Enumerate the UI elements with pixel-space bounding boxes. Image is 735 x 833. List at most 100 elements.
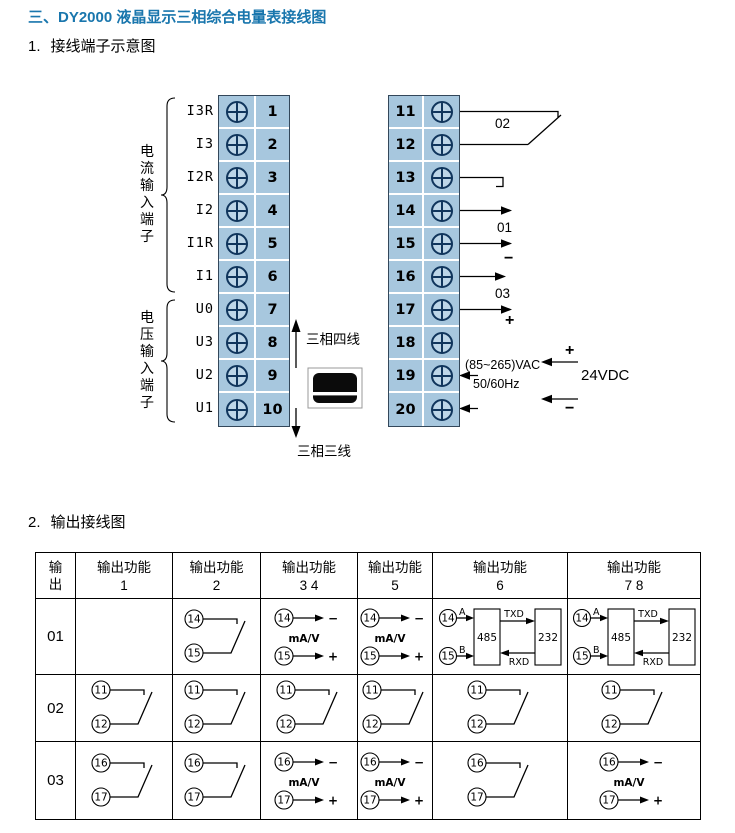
analog-output-diagram: 14 − mA/V 15 +	[360, 607, 424, 666]
contact-wires	[110, 761, 153, 798]
wire-lines	[458, 110, 562, 311]
contact-wires	[381, 689, 424, 725]
converter-485-box	[607, 607, 635, 666]
terminal-number: 16	[470, 757, 484, 769]
terminal-number: 14	[363, 612, 377, 624]
terminal-number: 11	[604, 685, 617, 697]
screw-terminal-icon	[225, 331, 248, 354]
terminal-label: I3R	[186, 103, 214, 119]
screw-terminal-icon	[225, 265, 248, 288]
terminal-row: 10	[219, 393, 289, 426]
terminal-number: 14	[441, 612, 455, 624]
ma-v-label: mA/V	[374, 777, 406, 789]
terminal-row: 2	[219, 129, 289, 162]
wire3-label: 三相三线	[297, 444, 351, 459]
converter-485-label: 485	[611, 632, 631, 644]
terminal-row: 11	[389, 96, 459, 129]
terminal-row: 19	[389, 360, 459, 393]
terminal-number: 17	[602, 794, 615, 806]
screw-terminal-icon	[430, 100, 453, 123]
terminal-row: 17	[389, 294, 459, 327]
terminal-number: 3	[267, 169, 278, 186]
terminal-number: 17	[187, 791, 200, 803]
screw-terminal-icon	[225, 232, 248, 255]
contact-wires	[486, 761, 529, 798]
ma-v-label: mA/V	[288, 633, 320, 645]
terminal-number: 16	[94, 757, 108, 769]
analog-output-diagram: 16 − mA/V 17 +	[360, 751, 424, 810]
terminal-label: U2	[195, 367, 214, 383]
line-b-label: B	[459, 645, 466, 656]
terminal-label: U3	[195, 334, 214, 350]
right-terminal-block: 11 12 13 14 15 16 17 18 19 20	[388, 95, 460, 427]
cell-relay-output: 11 12	[432, 674, 568, 742]
right-arrowhead-icon	[466, 652, 474, 659]
relay-contact-diagram: 11 12	[91, 680, 153, 734]
terminal-label: U1	[195, 400, 214, 416]
relay-contact-diagram: 11 12	[276, 680, 338, 734]
right-arrowhead-icon	[315, 614, 324, 621]
relay-contact-diagram: 11 12	[362, 680, 424, 734]
cell-relay-output: 16 17	[75, 741, 173, 820]
ma-v-label: mA/V	[374, 633, 406, 645]
header-line: 输出功能	[473, 559, 527, 575]
line-a-label: A	[459, 607, 466, 618]
cell-serial-output: 14 A 15 B 485 TXD RXD	[432, 598, 568, 675]
analog-output-diagram: 16 − mA/V 17 +	[274, 751, 338, 810]
terminal-number: 14	[575, 612, 589, 624]
terminal-number: 17	[470, 791, 483, 803]
screw-terminal-icon	[225, 398, 248, 421]
screw-terminal-icon	[225, 199, 248, 222]
cell-relay-output: 11 12	[75, 674, 173, 742]
terminal-row: 5	[219, 228, 289, 261]
cell-analog-output: 16 − mA/V 17 +	[260, 741, 358, 820]
header-line: 输出功能	[189, 559, 244, 575]
txd-label: TXD	[637, 609, 658, 620]
contact-wires	[110, 689, 153, 725]
converter-232-label: 232	[672, 632, 692, 644]
terminal-number: 11	[187, 685, 200, 697]
terminal-number: 11	[365, 685, 378, 697]
right-arrowhead-icon	[401, 758, 410, 765]
left-arrowhead-icon	[541, 357, 552, 367]
right-arrowhead-icon	[600, 652, 608, 659]
converter-232-box	[534, 607, 562, 666]
table-row-03: 03 16 17 16 17	[35, 741, 701, 820]
cell-analog-output: 16 − mA/V 17 +	[357, 741, 433, 820]
right-arrowhead-icon	[660, 617, 669, 624]
terminal-number: 7	[267, 301, 278, 318]
terminal-number: 15	[363, 650, 376, 662]
txd-label: TXD	[503, 609, 524, 620]
terminal-number: 8	[267, 334, 278, 351]
section-number: 1.	[28, 38, 41, 55]
terminal-number: 16	[395, 268, 416, 285]
terminal-number: 17	[363, 794, 376, 806]
col-header-output: 输出	[35, 552, 76, 599]
contact-wires	[486, 689, 529, 725]
terminal-number: 12	[279, 719, 292, 731]
relay-contact-diagram: 16 17	[183, 752, 246, 807]
jumper-stripe	[313, 392, 357, 396]
terminal-number: 5	[267, 235, 278, 252]
converter-232-box	[668, 607, 696, 666]
relay-contact-diagram: 11 12	[467, 680, 529, 734]
analog-output-diagram: 14 − mA/V 15 +	[274, 607, 338, 666]
dc-minus-label: −	[565, 400, 575, 417]
right-arrowhead-icon	[401, 614, 410, 621]
minus-label: −	[504, 250, 514, 267]
terminal-number: 11	[94, 685, 107, 697]
terminal-row: 20	[389, 393, 459, 426]
minus-label: −	[653, 755, 663, 769]
right-arrowhead-icon	[495, 272, 506, 281]
contact-wires	[202, 761, 246, 798]
output-row-label: 02	[35, 674, 76, 742]
terminal-row: 1	[219, 96, 289, 129]
cell-relay-output: 11 12	[567, 674, 701, 742]
screw-terminal-icon	[430, 232, 453, 255]
relay-contact-diagram: 14 15	[183, 608, 246, 663]
page-title: 三、DY2000 液晶显示三相综合电量表接线图	[28, 9, 327, 26]
section-number: 2.	[28, 514, 41, 531]
output-row-label: 03	[35, 741, 76, 820]
plus-label: +	[328, 649, 338, 663]
minus-label: −	[328, 755, 338, 769]
